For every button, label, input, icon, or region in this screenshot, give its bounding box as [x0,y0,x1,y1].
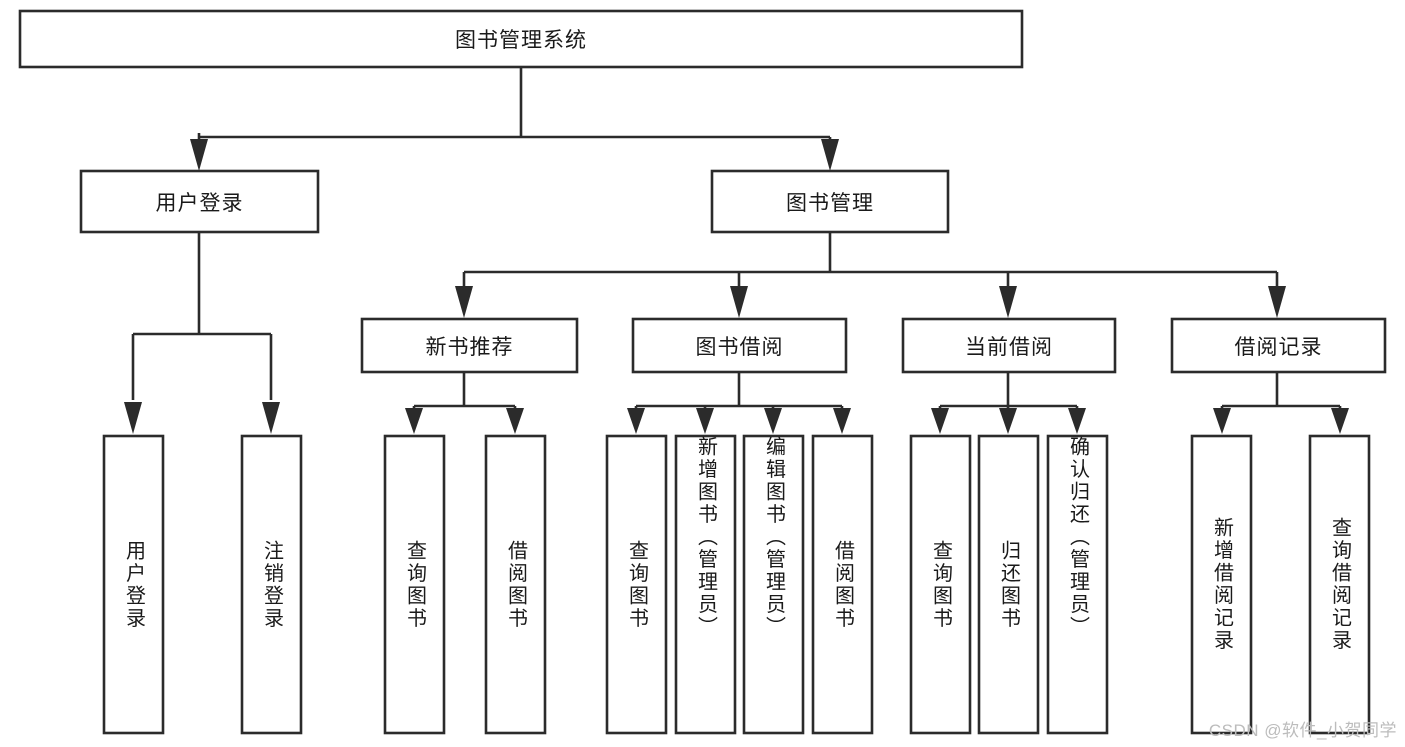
arrow-head-cb-return [999,408,1017,434]
node-leaf-logout[interactable] [240,434,303,735]
arrow-head-borrow-record [1268,286,1286,318]
arrow-head-book-manage [821,139,839,171]
node-leaf-bb-add-book[interactable] [674,434,737,735]
node-leaf-bb-borrow-book[interactable] [811,434,874,735]
node-current-borrow[interactable] [901,317,1117,374]
arrow-head-nb-query [405,408,423,434]
node-leaf-cb-query-book[interactable] [909,434,972,735]
node-new-book-recommend[interactable] [360,317,579,374]
node-layer [18,9,1387,735]
node-book-manage[interactable] [710,169,950,234]
node-leaf-bb-edit-book[interactable] [742,434,805,735]
node-user-login[interactable] [79,169,320,234]
arrow-head-user-login [190,139,208,171]
arrow-head-borrow [730,286,748,318]
arrow-head-br-query [1331,408,1349,434]
arrow-head-bb-query [627,408,645,434]
node-leaf-cb-return-book[interactable] [977,434,1040,735]
arrow-head-bb-edit [764,408,782,434]
arrow-head-bb-add [696,408,714,434]
connector-layer [124,67,1349,434]
node-leaf-cb-confirm-return[interactable] [1046,434,1109,735]
arrow-head-br-add [1213,408,1231,434]
node-leaf-user-login[interactable] [102,434,165,735]
node-leaf-nb-borrow-book[interactable] [484,434,547,735]
arrow-head-current-borrow [999,286,1017,318]
node-borrow-record[interactable] [1170,317,1387,374]
node-leaf-br-query-record[interactable] [1308,434,1371,735]
node-root[interactable] [18,9,1024,69]
node-leaf-nb-query-book[interactable] [383,434,446,735]
arrow-head-leaf-user-login [124,402,142,434]
arrow-head-cb-confirm [1068,408,1086,434]
arrow-head-nb-borrow [506,408,524,434]
arrow-head-leaf-logout [262,402,280,434]
arrow-head-bb-borrow [833,408,851,434]
node-book-borrow[interactable] [631,317,848,374]
arrow-head-cb-query [931,408,949,434]
node-leaf-br-add-record[interactable] [1190,434,1253,735]
arrow-head-newbook [455,286,473,318]
node-leaf-bb-query-book[interactable] [605,434,668,735]
